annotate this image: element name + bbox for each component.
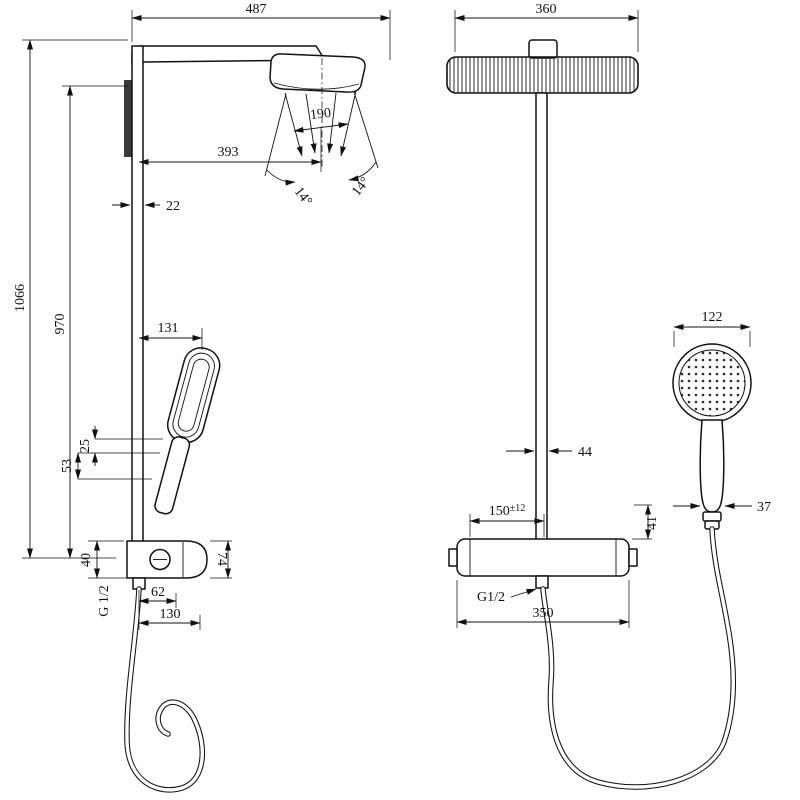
dim-handshower-offset: 131	[138, 321, 203, 350]
dim-total-height-label: 1066	[13, 284, 28, 312]
dim-offset-53: 53	[60, 452, 152, 480]
dim-pipe-depth-label: 44	[578, 445, 592, 460]
dim-bracket-depth: 74	[210, 540, 232, 579]
dim-overall-width-label: 487	[246, 2, 267, 17]
hand-shower-head	[166, 347, 221, 444]
hand-shower-handle-side	[699, 419, 725, 513]
dim-head-reach-label: 393	[218, 145, 239, 160]
dim-head-depth-label: 360	[536, 2, 557, 17]
shower-bar-side	[535, 92, 548, 541]
hand-shower-handle	[154, 436, 191, 515]
dim-offset-53-label: 53	[60, 459, 75, 473]
dim-valve-width-label: 350	[533, 606, 554, 621]
arm-fitting-side	[528, 39, 558, 59]
hand-shower-face-inner	[177, 358, 210, 432]
hose-outlet-side	[535, 575, 549, 589]
dim-head-depth: 360	[454, 2, 639, 52]
thread-label-side: G1/2	[477, 590, 505, 605]
thermostat-knob-right	[628, 548, 638, 567]
side-view: 360 44 150±12 41 G1/2 350 1	[446, 2, 771, 790]
dim-valve-offset: 150±12	[469, 503, 545, 537]
hand-shower-front	[154, 347, 221, 515]
overhead-shower-face-line	[273, 82, 360, 90]
dim-pipe-diameter-label: 22	[166, 199, 180, 214]
spray-lines	[264, 90, 379, 186]
dim-handle-depth-label: 37	[757, 500, 771, 515]
thermostat-body	[456, 538, 630, 577]
shower-hose-front	[124, 586, 206, 793]
dim-spray-width: 190	[293, 106, 349, 133]
dim-total-height: 1066	[13, 39, 128, 559]
dim-offset-25: 25	[78, 426, 163, 466]
dim-bar-height: 970	[53, 85, 128, 559]
thermostat-knob-left	[448, 548, 458, 567]
dim-bar-height-label: 970	[53, 314, 68, 335]
dim-valve-offset-label: 150±12	[489, 503, 526, 519]
thread-label-front: G 1/2	[97, 585, 112, 617]
dim-offset-25-label: 25	[78, 439, 93, 453]
hand-shower-side	[672, 343, 752, 530]
hand-shower-spray-face	[678, 349, 746, 417]
dim-bracket-height: 40	[79, 540, 130, 579]
dim-valve-width: 350	[456, 580, 630, 628]
dim-valve-end-height: 41	[632, 504, 660, 540]
shower-bracket	[126, 540, 208, 590]
dim-handshower-offset-label: 131	[158, 321, 179, 336]
dim-handle-depth: 37	[673, 500, 771, 515]
dim-handshower-diameter: 122	[673, 310, 751, 347]
dim-overall-width: 487	[131, 2, 391, 60]
dim-head-reach: 393	[138, 128, 322, 172]
wall-plate	[124, 80, 132, 157]
hand-shower-face-ring	[172, 352, 215, 438]
dim-pipe-diameter: 22	[112, 199, 180, 214]
dim-spray-angle-right-label: 14°	[349, 175, 373, 200]
dim-bracket-depth-label: 74	[214, 552, 229, 566]
front-view: 487 1066 970 393 190 22 14° 14°	[13, 2, 391, 793]
dim-handshower-diameter-label: 122	[702, 310, 723, 325]
dim-bracket-height-label: 40	[79, 553, 94, 567]
thread-callout-side: G1/2	[477, 588, 537, 605]
shower-bar	[131, 45, 144, 579]
overhead-shower-front	[269, 53, 366, 93]
dim-spray-angle-left-label: 14°	[291, 185, 315, 210]
dim-holder-offset: 130	[138, 607, 201, 630]
overhead-shower-side	[446, 56, 639, 94]
thermostat-valve	[448, 538, 638, 589]
handle-connector	[702, 511, 722, 522]
dim-holder-offset-label: 130	[160, 607, 181, 622]
dim-pipe-depth: 44	[506, 445, 592, 460]
dim-hose-offset-label: 62	[151, 585, 165, 600]
dim-valve-end-height-label: 41	[645, 516, 660, 530]
shower-hose-side	[540, 526, 737, 790]
dim-spray-width-label: 190	[309, 106, 332, 123]
